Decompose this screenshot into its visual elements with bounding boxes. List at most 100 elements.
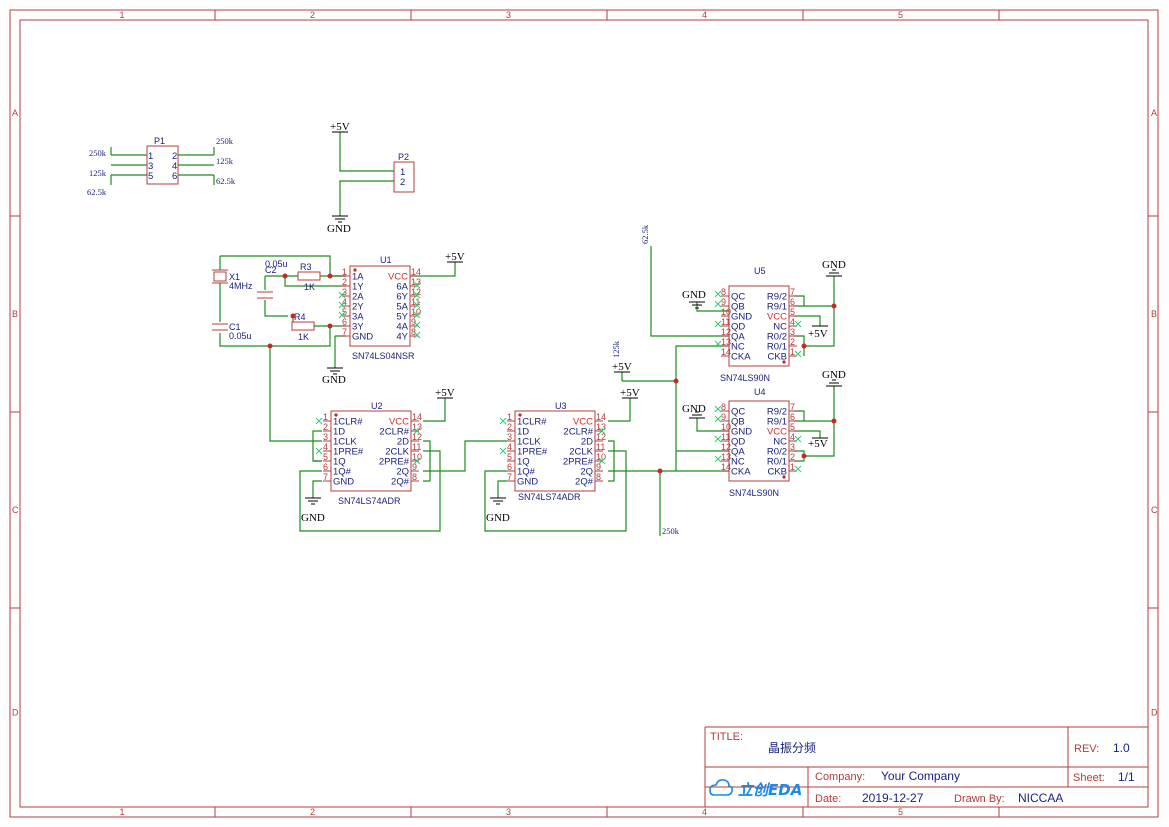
zone-row-label: B: [12, 309, 18, 319]
connector-p1[interactable]: P1 1 3 5 2 4 6 250k 125k 62.5k 250k 125k…: [87, 136, 236, 197]
zone-row-label: D: [1151, 708, 1158, 718]
vcc-label: +5V: [612, 361, 632, 373]
junction-dots: [267, 273, 837, 474]
pin-number: 14: [721, 462, 731, 472]
pin-number: 14: [596, 412, 606, 422]
p1-pin-6: 6: [172, 171, 177, 182]
pin-label: 1D: [517, 427, 529, 438]
pin-label: NC: [731, 457, 745, 468]
zone-row-label: A: [1151, 108, 1157, 118]
pin-label: 3Y: [352, 322, 364, 333]
pin-number: 13: [596, 422, 606, 432]
zone-row-label: D: [12, 708, 19, 718]
p1-pin-1: 1: [148, 151, 153, 162]
zone-column-label: 2: [310, 807, 315, 817]
pin-label: QC: [731, 292, 745, 303]
pin-label: R9/2: [767, 292, 787, 303]
pin-label: 2CLK: [569, 447, 593, 458]
pin-number: 4: [790, 432, 795, 442]
pin-label: R9/2: [767, 407, 787, 418]
zone-row-label: C: [12, 505, 19, 515]
u5-part-number: SN74LS90N: [720, 373, 770, 383]
pin-number: 12: [596, 432, 606, 442]
u1-part-number: SN74LS04NSR: [352, 351, 415, 361]
connector-p2[interactable]: P2 1 2: [339, 132, 415, 216]
pin-label: 1PRE#: [517, 447, 548, 458]
zone-column-label: 3: [506, 10, 511, 20]
pin-number: 1: [323, 412, 328, 422]
net-label-250k: 250k: [89, 148, 107, 158]
pin-number: 11: [412, 442, 421, 452]
pin-label: 1CLR#: [333, 417, 363, 428]
r4-value: 1K: [298, 332, 309, 342]
pin-label: QD: [731, 437, 745, 448]
vcc-label: +5V: [808, 328, 828, 340]
pin-number: 11: [596, 442, 605, 452]
pin-label: 1Y: [352, 282, 364, 293]
zone-column-label: 2: [310, 10, 315, 20]
pin-number: 13: [721, 337, 731, 347]
pin-number: 3: [507, 432, 512, 442]
ic-u1[interactable]: U1 SN74LS04NSR 11A21Y32A42Y53A63Y7GND14V…: [342, 255, 421, 361]
c2-value: 0.05u: [265, 259, 288, 269]
pin-number: 12: [412, 432, 422, 442]
resistor-r3[interactable]: R3 1K: [297, 262, 321, 292]
pin-label: 5A: [396, 302, 408, 313]
crystal-x1[interactable]: X1 4MHz: [212, 269, 253, 291]
net-label-62-5k: 62.5k: [216, 176, 236, 186]
r3-value: 1K: [304, 282, 315, 292]
oscillator-circuit: [219, 255, 346, 442]
pin-label: 1Q: [333, 457, 346, 468]
pin-label: R9/1: [767, 417, 787, 428]
pin-label: VCC: [573, 417, 593, 428]
capacitor-c2[interactable]: C2 0.05u: [257, 259, 288, 299]
c1-designator: C1: [229, 322, 241, 332]
c2-designator: C2: [265, 265, 277, 275]
rev-label: REV:: [1074, 743, 1099, 755]
pin-number: 6: [323, 462, 328, 472]
vcc-label: +5V: [808, 438, 828, 450]
pin-label: 1CLK: [517, 437, 541, 448]
p1-designator: P1: [154, 136, 165, 146]
pin-number: 8: [596, 472, 601, 482]
resistor-r4[interactable]: R4 1K: [291, 312, 315, 342]
pin-label: QB: [731, 302, 745, 313]
net-label-250k: 250k: [662, 526, 680, 536]
pin-label: GND: [333, 477, 354, 488]
pin-number: 12: [411, 287, 421, 297]
pin-number: 7: [342, 327, 347, 337]
pin-number: 7: [790, 287, 795, 297]
gnd-label: GND: [822, 259, 846, 271]
pin-label: NC: [731, 342, 745, 353]
p2-pin-1: 1: [400, 167, 405, 178]
no-connect-marks: [315, 281, 802, 473]
zone-row-label: B: [1151, 309, 1157, 319]
sheet-label: Sheet:: [1073, 772, 1105, 784]
company-label: Company:: [815, 771, 865, 783]
capacitor-c1[interactable]: C1 0.05u: [212, 322, 252, 341]
net-label-62-5k: 62.5k: [640, 224, 650, 244]
pin-number: 6: [507, 462, 512, 472]
pin-number: 13: [412, 422, 422, 432]
pin-label: 2CLK: [385, 447, 409, 458]
pin-number: 13: [411, 277, 421, 287]
pin-number: 12: [721, 442, 731, 452]
rev-value: 1.0: [1113, 741, 1130, 755]
pin-label: 4A: [396, 322, 408, 333]
net-label-250k: 250k: [216, 136, 234, 146]
drawn-by-value: NICCAA: [1018, 791, 1063, 805]
u4-designator: U4: [754, 387, 766, 397]
pin-number: 11: [721, 432, 730, 442]
pin-label: 1Q#: [333, 467, 352, 478]
pin-label: CKA: [731, 467, 751, 478]
pin-number: 3: [323, 432, 328, 442]
date-label: Date:: [815, 793, 841, 805]
p1-pin-4: 4: [172, 161, 177, 172]
vcc-label: +5V: [435, 387, 455, 399]
pin-number: 2: [342, 277, 347, 287]
